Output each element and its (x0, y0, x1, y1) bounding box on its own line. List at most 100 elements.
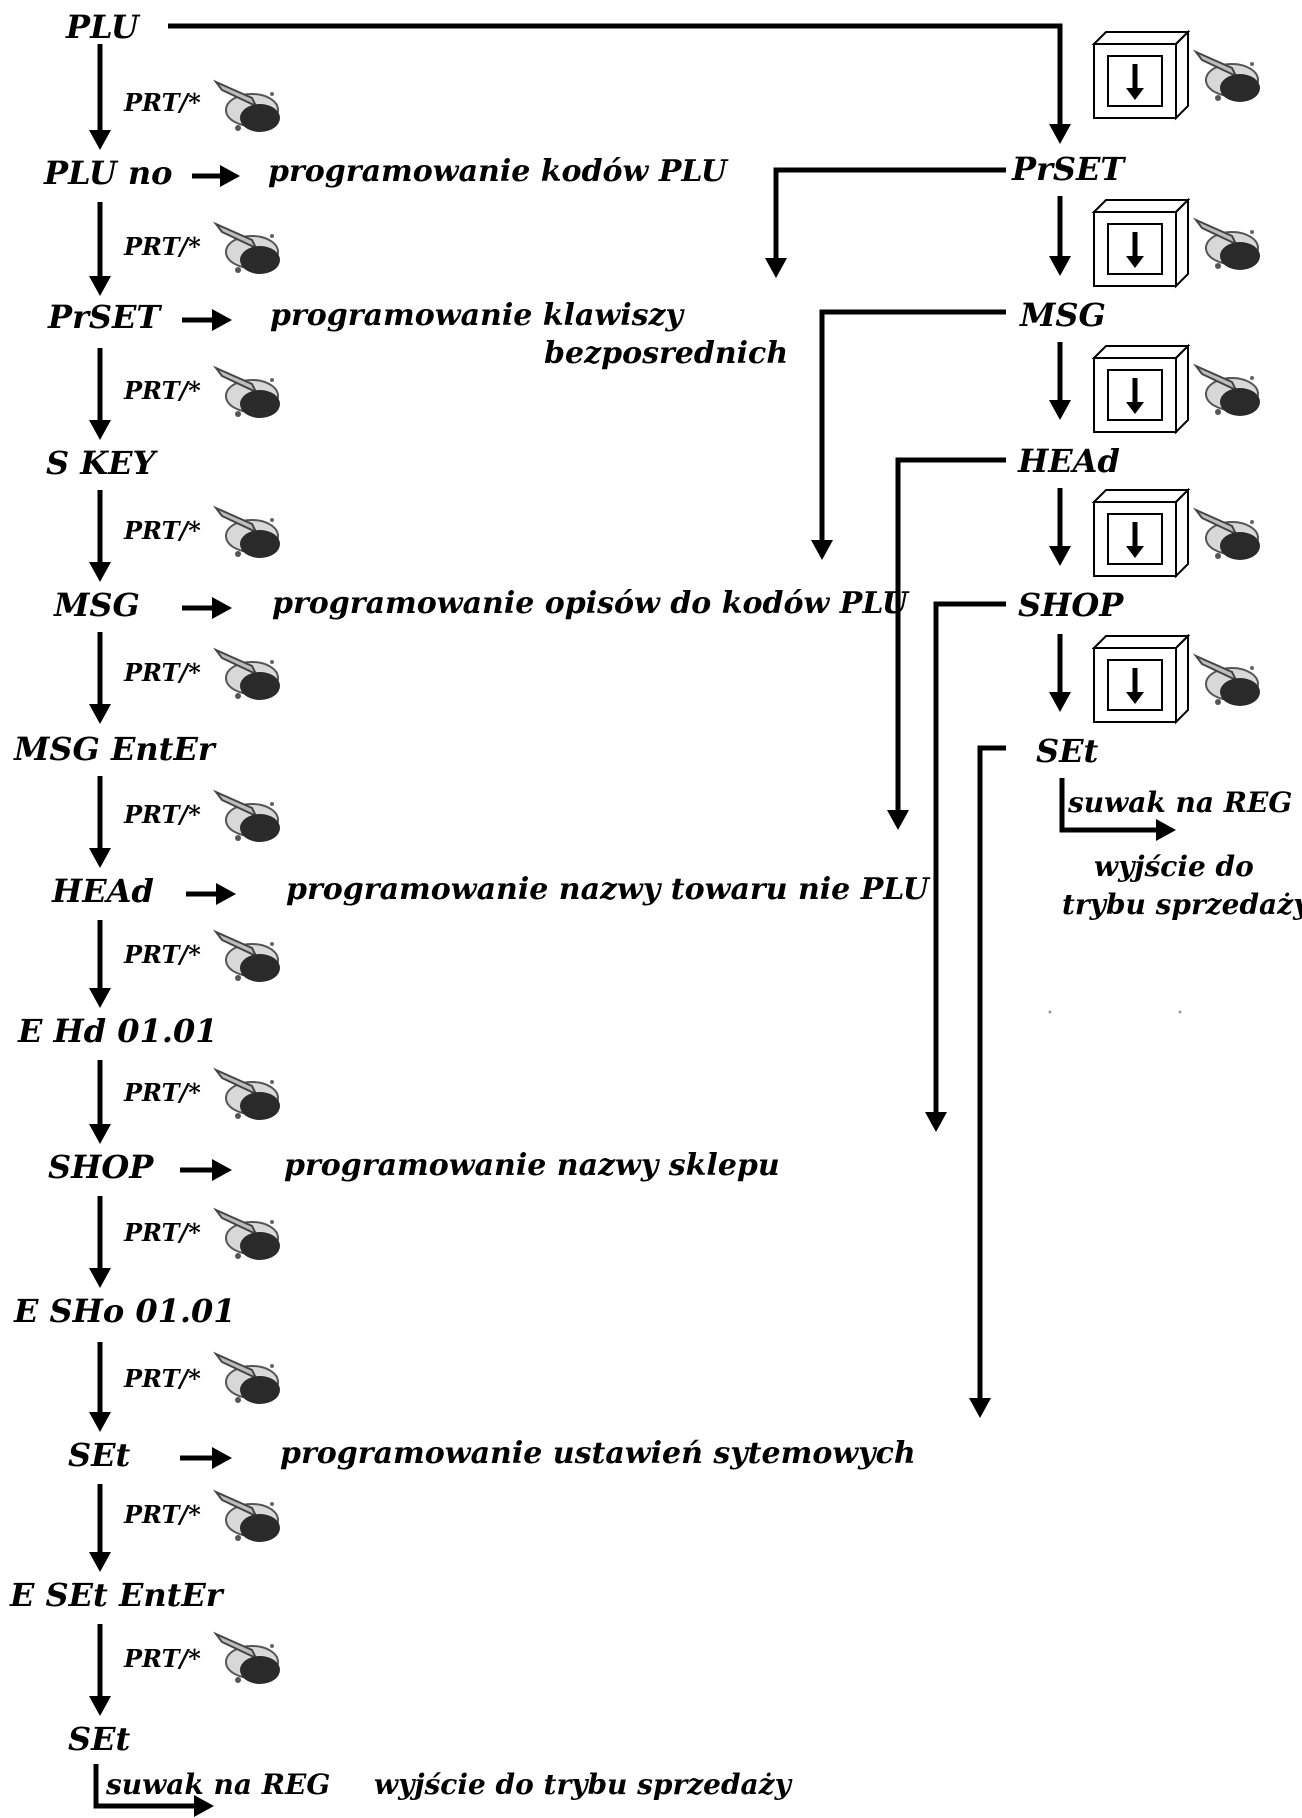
step-key-label: PRT/* (124, 1218, 201, 1247)
pointing-hand-icon (1192, 653, 1260, 706)
right-node-shop: SHOP (1018, 586, 1124, 624)
jump-line (933, 601, 1006, 1114)
pointing-hand-icon (212, 221, 280, 274)
arrow-head (212, 1447, 232, 1469)
step-key-label: PRT/* (124, 376, 201, 405)
arrow-head (89, 1268, 111, 1288)
node-s-key: S KEY (46, 444, 156, 482)
step-key-label: PRT/* (124, 1500, 201, 1529)
left-exit-result: wyjście do trybu sprzedaży (374, 1768, 791, 1801)
node-shop: SHOP (48, 1148, 154, 1186)
jump-line (977, 745, 1006, 1400)
step-key-label: PRT/* (124, 88, 201, 117)
pointing-hand-icon (212, 647, 280, 700)
desc-head: programowanie nazwy towaru nie PLU (286, 872, 929, 907)
arrow-head (89, 1552, 111, 1572)
right-node-set: SEt (1036, 732, 1099, 770)
arrow-head (89, 704, 111, 724)
arrow-head (212, 597, 232, 619)
arrow-head (765, 258, 787, 278)
node-plu: PLU (66, 8, 139, 46)
arrow-head (212, 1159, 232, 1181)
plu-to-right-chain (168, 23, 1063, 124)
right-node-msg: MSG (1020, 296, 1106, 334)
arrow-head (89, 1124, 111, 1144)
arrow-head (212, 309, 232, 331)
pointing-hand-icon (212, 79, 280, 132)
pointing-hand-icon (1192, 507, 1260, 560)
arrow-head (1049, 692, 1071, 712)
decorative-dot (1048, 1010, 1052, 1014)
node-e-sho: E SHo 01.01 (14, 1292, 236, 1330)
node-set: SEt (68, 1436, 131, 1474)
pointing-hand-icon (212, 929, 280, 982)
node-plu-no: PLU no (44, 154, 173, 192)
down-arrow-key-icon (1091, 487, 1191, 579)
right-exit-result-line1: wyjście do (1094, 850, 1254, 883)
left-exit-action: suwak na REG (106, 1768, 331, 1801)
arrow-head (89, 420, 111, 440)
node-head: HEAd (52, 872, 154, 910)
pointing-hand-icon (1192, 363, 1260, 416)
pointing-hand-icon (212, 1631, 280, 1684)
step-key-label: PRT/* (124, 1364, 201, 1393)
arrow-head (1049, 124, 1071, 144)
arrow-head (89, 988, 111, 1008)
arrow-head (89, 562, 111, 582)
arrow-head (969, 1398, 991, 1418)
down-arrow-key-icon (1091, 343, 1191, 435)
pointing-hand-icon (212, 789, 280, 842)
pointing-hand-icon (212, 1351, 280, 1404)
desc-prset-line2: bezposrednich (544, 336, 789, 371)
decorative-dot (1178, 1010, 1182, 1014)
arrow-head (220, 165, 240, 187)
arrow-head (89, 130, 111, 150)
arrow-head (887, 810, 909, 830)
desc-msg: programowanie opisów do kodów PLU (272, 586, 908, 621)
arrow-head (216, 883, 236, 905)
down-arrow-key-icon (1091, 29, 1191, 121)
jump-line (895, 457, 1006, 812)
right-exit-result-line2: trybu sprzedaży (1062, 888, 1302, 921)
node-msg: MSG (54, 586, 140, 624)
arrow-head (1049, 546, 1071, 566)
pointing-hand-icon (1192, 49, 1260, 102)
down-arrow-key-icon (1091, 197, 1191, 289)
node-prset: PrSET (48, 298, 161, 336)
step-key-label: PRT/* (124, 800, 201, 829)
desc-plu-no: programowanie kodów PLU (268, 154, 727, 189)
step-key-label: PRT/* (124, 516, 201, 545)
arrow-head (89, 1696, 111, 1716)
pointing-hand-icon (1192, 217, 1260, 270)
step-key-label: PRT/* (124, 232, 201, 261)
arrow-head (1049, 256, 1071, 276)
jump-line (773, 167, 1006, 260)
arrow-head (1049, 400, 1071, 420)
step-key-label: PRT/* (124, 658, 201, 687)
step-key-label: PRT/* (124, 940, 201, 969)
arrow-head (89, 276, 111, 296)
step-key-label: PRT/* (124, 1078, 201, 1107)
right-exit-line (1059, 778, 1158, 833)
down-arrow-key-icon (1091, 633, 1191, 725)
pointing-hand-icon (212, 365, 280, 418)
arrow-head (1156, 819, 1176, 841)
jump-line (819, 309, 1006, 542)
pointing-hand-icon (212, 1489, 280, 1542)
arrow-head (925, 1112, 947, 1132)
arrow-head (194, 1795, 214, 1817)
right-node-head: HEAd (1018, 442, 1120, 480)
pointing-hand-icon (212, 1207, 280, 1260)
right-exit-action: suwak na REG (1068, 786, 1293, 819)
left-exit-line (93, 1764, 196, 1809)
node-e-hd: E Hd 01.01 (18, 1012, 218, 1050)
arrow-head (89, 848, 111, 868)
pointing-hand-icon (212, 1067, 280, 1120)
right-node-prset: PrSET (1012, 150, 1125, 188)
node-msg-enter: MSG EntEr (14, 730, 215, 768)
desc-shop: programowanie nazwy sklepu (284, 1148, 780, 1183)
arrow-head (811, 540, 833, 560)
step-key-label: PRT/* (124, 1644, 201, 1673)
